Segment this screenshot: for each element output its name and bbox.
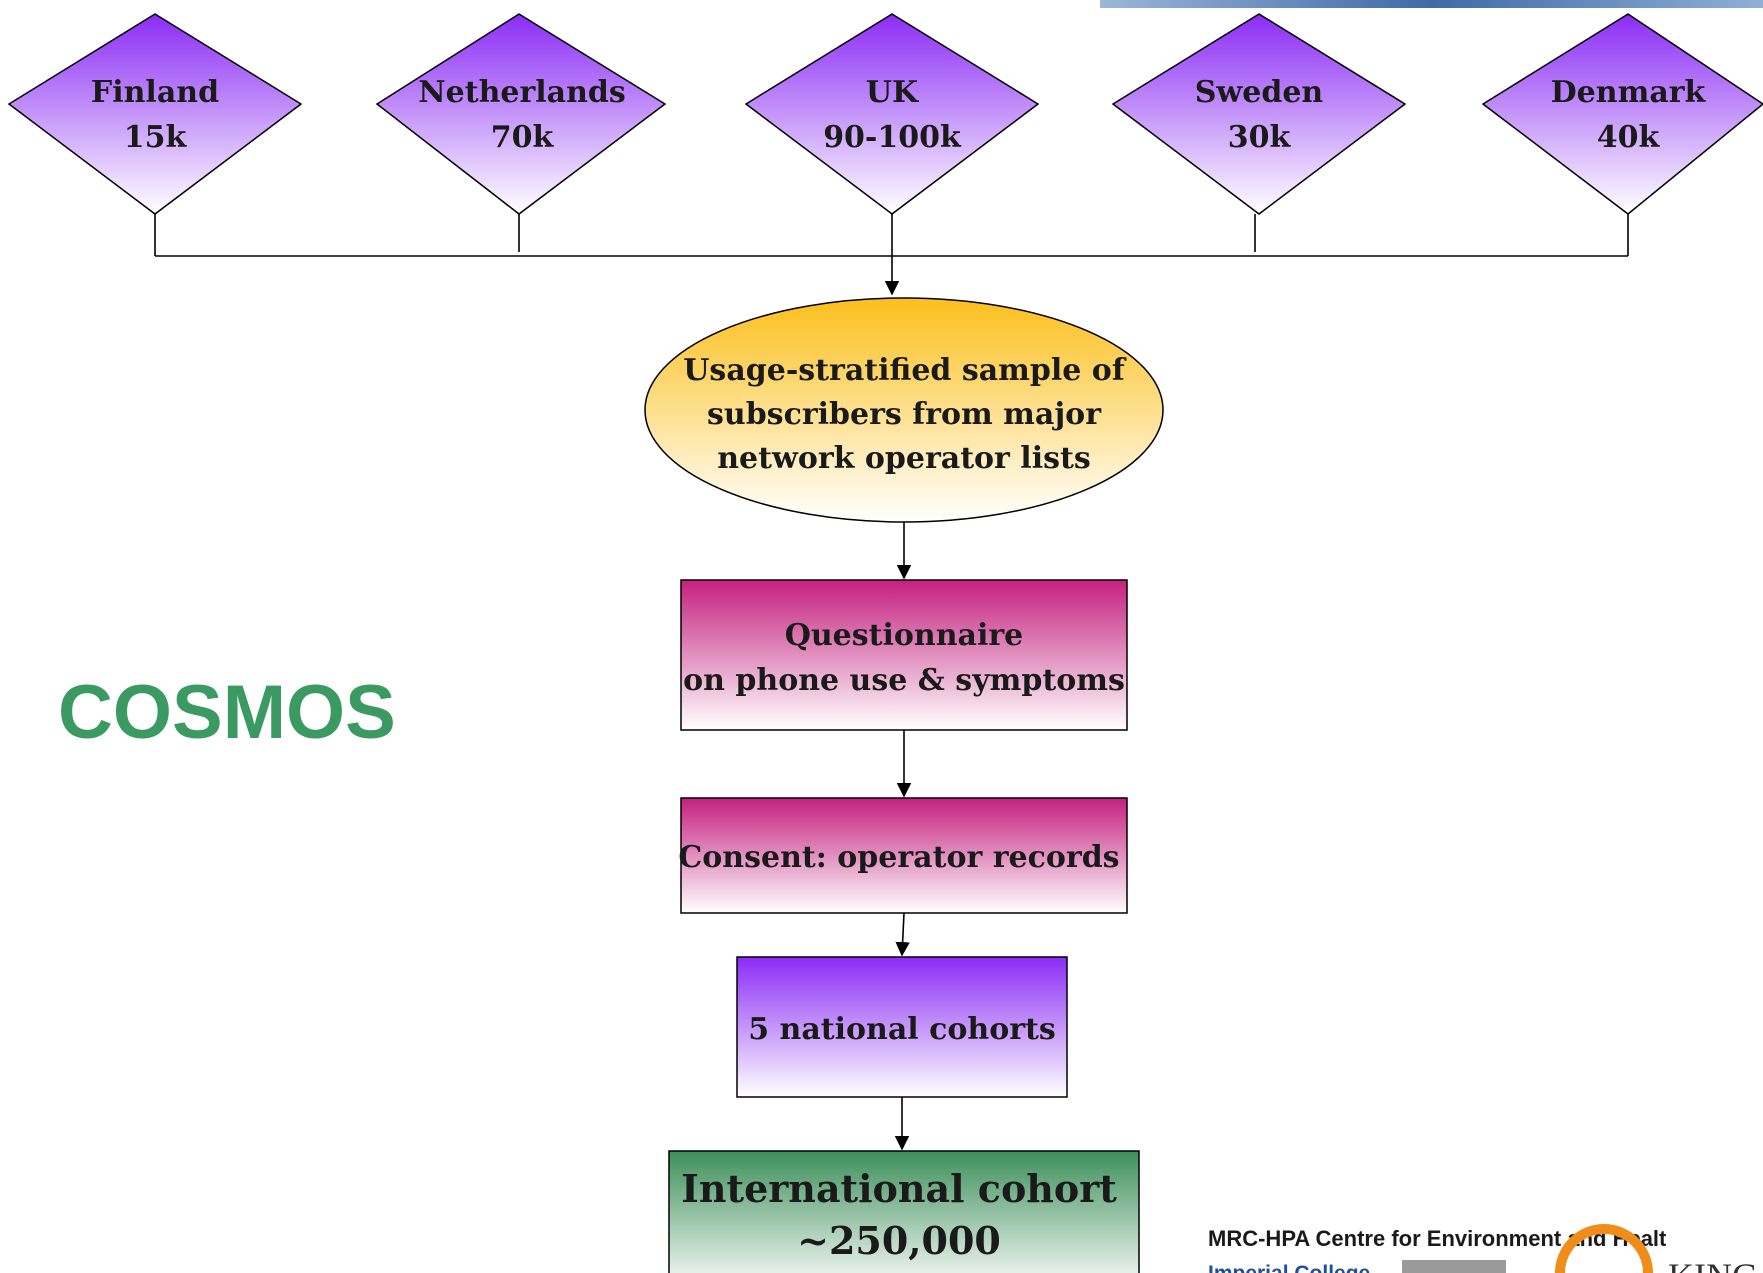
country-diamond-netherlands: Netherlands 70k (375, 13, 667, 215)
country-diamond-sweden: Sweden 30k (1111, 13, 1407, 215)
page-title: COSMOS (58, 670, 396, 755)
kings-logo-text: KING (1668, 1256, 1758, 1273)
national-cohorts-box: 5 national cohorts (736, 956, 1068, 1098)
questionnaire-line: on phone use & symptoms (683, 663, 1125, 698)
country-diamond-uk: UK 90-100k (744, 13, 1040, 215)
imperial-logo-text: Imperial College (1208, 1262, 1370, 1273)
questionnaire-box: Questionnaire on phone use & symptoms (680, 579, 1128, 731)
country-sample-size: 40k (1597, 120, 1661, 155)
footer: MRC-HPA Centre for Environment and Healt… (1208, 1224, 1758, 1273)
header-photo-strip (1100, 0, 1763, 8)
sample-line: Usage-stratified sample of (683, 353, 1127, 388)
country-connector-bus (154, 214, 1629, 257)
country-diamond-denmark: Denmark 40k (1481, 13, 1763, 215)
country-sample-size: 30k (1228, 120, 1292, 155)
country-diamond-finland: Finland 15k (7, 13, 303, 215)
international-line: International cohort (681, 1166, 1117, 1211)
country-name: Finland (91, 75, 219, 110)
sample-ellipse: Usage-stratified sample of subscribers f… (644, 297, 1164, 523)
country-sample-size: 70k (491, 120, 555, 155)
questionnaire-line: Questionnaire (785, 618, 1024, 653)
consent-label: Consent: operator records (678, 840, 1119, 875)
sample-line: network operator lists (717, 441, 1091, 476)
kings-logo-arc (1555, 1224, 1653, 1273)
international-cohort-box: International cohort ~250,000 (668, 1150, 1140, 1273)
arrow-to-cohorts (895, 912, 910, 957)
sample-line: subscribers from major (707, 397, 1102, 432)
country-name: UK (866, 75, 919, 110)
international-line: ~250,000 (797, 1218, 1001, 1263)
country-name: Sweden (1195, 75, 1324, 110)
country-name: Netherlands (418, 75, 626, 110)
country-sample-size: 90-100k (823, 120, 962, 155)
country-sample-size: 15k (124, 120, 188, 155)
cohorts-label: 5 national cohorts (748, 1012, 1056, 1047)
country-name: Denmark (1551, 75, 1707, 110)
consent-box: Consent: operator records (678, 797, 1128, 914)
imperial-logo-badge (1402, 1260, 1506, 1273)
